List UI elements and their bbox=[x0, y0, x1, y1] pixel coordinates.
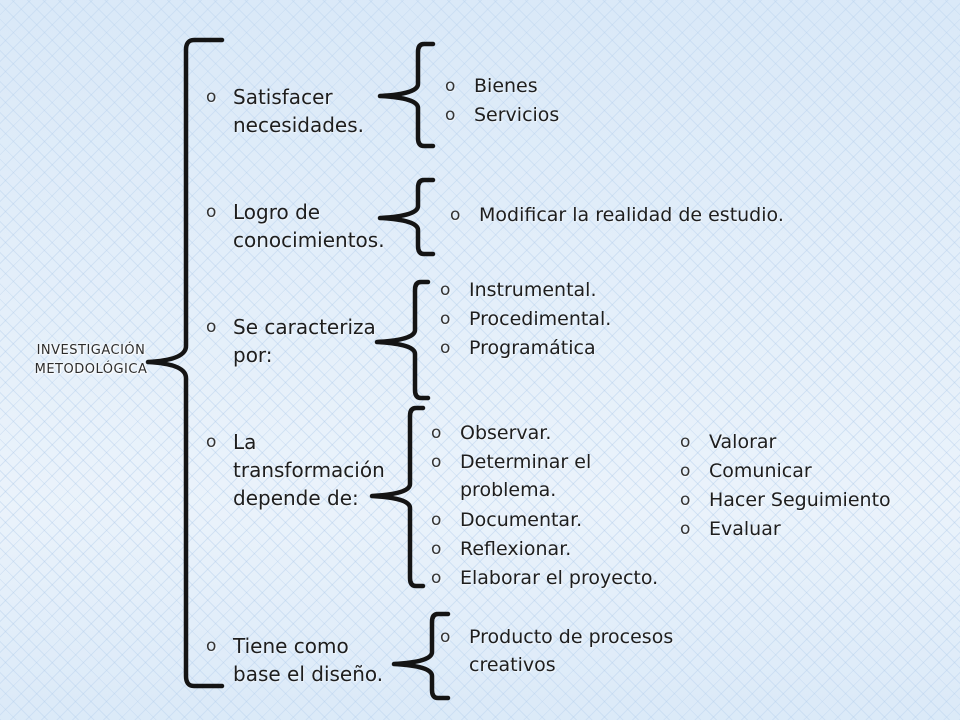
bullet: o bbox=[206, 432, 217, 452]
sub-item: o Hacer Seguimiento bbox=[680, 486, 891, 514]
brace-diseno bbox=[391, 611, 451, 701]
sub-item-text: Hacer Seguimiento bbox=[709, 489, 891, 511]
sub-item: o Reflexionar. bbox=[431, 535, 571, 563]
main-item-logro: o Logro de conocimientos. bbox=[206, 198, 385, 254]
main-item-text: conocimientos. bbox=[233, 228, 385, 252]
brace-caracteriza bbox=[374, 279, 431, 401]
main-item-transformacion: o La transformación depende de: bbox=[206, 428, 385, 512]
sub-item: o Comunicar bbox=[680, 457, 812, 485]
main-item-caracteriza: o Se caracteriza por: bbox=[206, 313, 376, 369]
main-item-text: necesidades. bbox=[233, 113, 364, 137]
main-item-diseno: o Tiene como base el diseño. bbox=[206, 632, 383, 688]
root-label: INVESTIGACIÓN METODOLÓGICA bbox=[16, 341, 166, 379]
bullet: o bbox=[431, 423, 442, 443]
sub-item-text: Instrumental. bbox=[469, 279, 597, 301]
bullet: o bbox=[440, 627, 451, 647]
main-item-text: La bbox=[233, 430, 257, 454]
bullet: o bbox=[206, 202, 217, 222]
sub-item: o Determinar el problema. bbox=[431, 448, 631, 504]
bullet: o bbox=[680, 432, 691, 452]
sub-item: o Valorar bbox=[680, 428, 776, 456]
brace-logro bbox=[377, 177, 436, 257]
main-item-text: transformación bbox=[233, 458, 385, 482]
bullet: o bbox=[206, 317, 217, 337]
bullet: o bbox=[680, 490, 691, 510]
bullet: o bbox=[445, 105, 456, 125]
sub-item-text: Modificar la realidad de estudio. bbox=[479, 204, 784, 226]
sub-item-text: Servicios bbox=[474, 104, 560, 126]
sub-item-text: Comunicar bbox=[709, 460, 812, 482]
sub-item-text: Producto de procesos creativos bbox=[469, 626, 674, 676]
main-item-text: base el diseño. bbox=[233, 662, 384, 686]
sub-item: o Elaborar el proyecto. bbox=[431, 564, 658, 592]
sub-item-text: Observar. bbox=[460, 422, 552, 444]
brace-satisfacer bbox=[377, 41, 436, 149]
bullet: o bbox=[431, 568, 442, 588]
sub-item-text: Procedimental. bbox=[469, 308, 612, 330]
root-label-line2: METODOLÓGICA bbox=[34, 362, 148, 377]
bullet: o bbox=[680, 461, 691, 481]
main-item-text: Tiene como bbox=[233, 634, 349, 658]
bullet: o bbox=[440, 309, 451, 329]
bullet: o bbox=[431, 452, 442, 472]
bullet: o bbox=[431, 539, 442, 559]
bullet: o bbox=[450, 205, 461, 225]
sub-item: o Procedimental. bbox=[440, 305, 611, 333]
sub-item-text: Bienes bbox=[474, 75, 538, 97]
bullet: o bbox=[445, 76, 456, 96]
sub-item-text: Evaluar bbox=[709, 518, 781, 540]
sub-item: o Producto de procesos creativos bbox=[440, 623, 710, 679]
sub-item-text: Valorar bbox=[709, 431, 777, 453]
bullet: o bbox=[206, 87, 217, 107]
main-item-text: Logro de bbox=[233, 200, 321, 224]
sub-item: o Servicios bbox=[445, 101, 559, 129]
main-item-text: por: bbox=[233, 343, 273, 367]
sub-item: o Observar. bbox=[431, 419, 551, 447]
sub-item: o Bienes bbox=[445, 72, 538, 100]
bullet: o bbox=[680, 519, 691, 539]
sub-item: o Documentar. bbox=[431, 506, 582, 534]
sub-item: o Evaluar bbox=[680, 515, 781, 543]
main-item-text: Se caracteriza bbox=[233, 315, 376, 339]
sub-item-text: Documentar. bbox=[460, 509, 583, 531]
sub-item: o Modificar la realidad de estudio. bbox=[450, 201, 784, 229]
sub-item: o Programática bbox=[440, 334, 596, 362]
root-brace bbox=[145, 37, 225, 689]
main-item-text: depende de: bbox=[233, 486, 359, 510]
main-item-satisfacer: o Satisfacer necesidades. bbox=[206, 83, 364, 139]
root-label-line1: INVESTIGACIÓN bbox=[36, 343, 146, 358]
brace-transformacion bbox=[369, 405, 426, 589]
sub-item-text: Elaborar el proyecto. bbox=[460, 567, 659, 589]
bullet: o bbox=[440, 338, 451, 358]
sub-item-text: Reflexionar. bbox=[460, 538, 572, 560]
bullet: o bbox=[431, 510, 442, 530]
sub-item-text: Programática bbox=[469, 337, 596, 359]
sub-item: o Instrumental. bbox=[440, 276, 597, 304]
bullet: o bbox=[440, 280, 451, 300]
main-item-text: Satisfacer bbox=[233, 85, 333, 109]
bullet: o bbox=[206, 636, 217, 656]
sub-item-text: Determinar el problema. bbox=[460, 451, 592, 501]
